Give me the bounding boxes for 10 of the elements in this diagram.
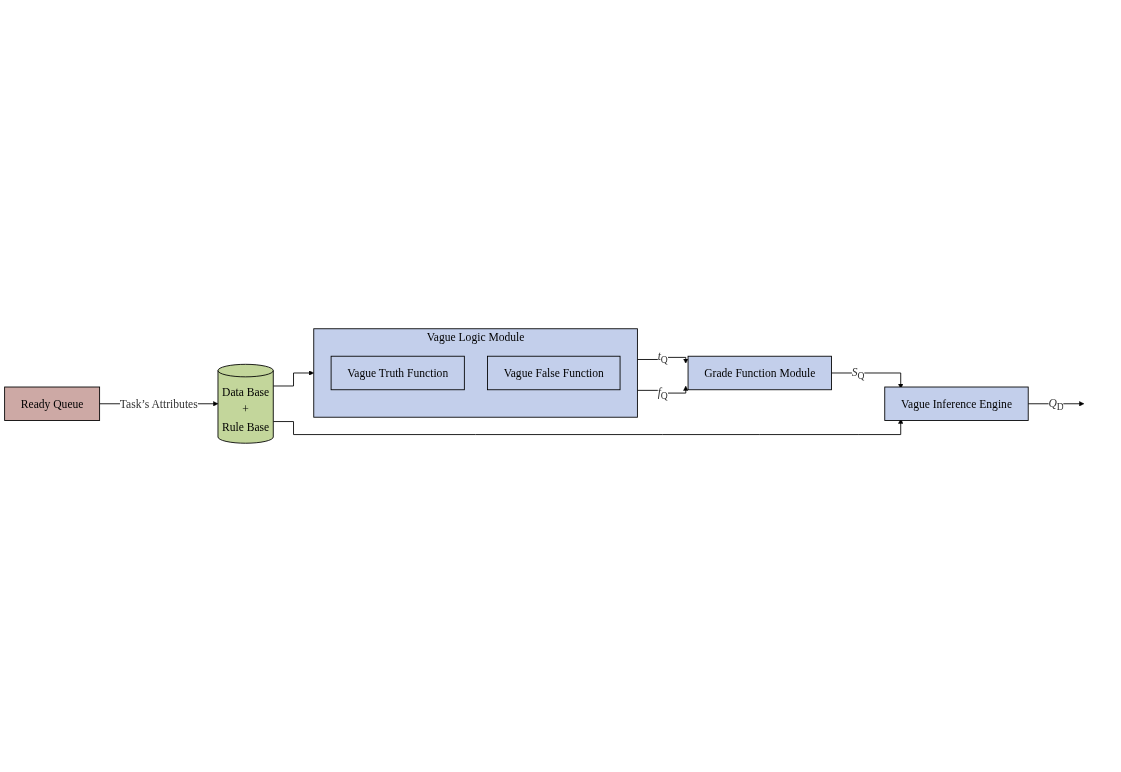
node-box: Grade Function Module <box>687 355 832 391</box>
edge-label: Task’s Attributes <box>119 397 198 411</box>
edge-label: t$_{Q}$ <box>657 349 668 366</box>
edge-label: S$_{Q}$ <box>851 365 865 382</box>
node-box: Vague Truth Function <box>330 355 465 391</box>
node-box: Vague Inference Engine <box>884 386 1029 421</box>
node-box: Vague False Function <box>487 355 621 391</box>
node-box: Ready Queue <box>4 386 101 421</box>
edge-label: Q$_{D}$ <box>1048 396 1064 412</box>
edge-label: f$_{Q}$ <box>657 385 668 402</box>
